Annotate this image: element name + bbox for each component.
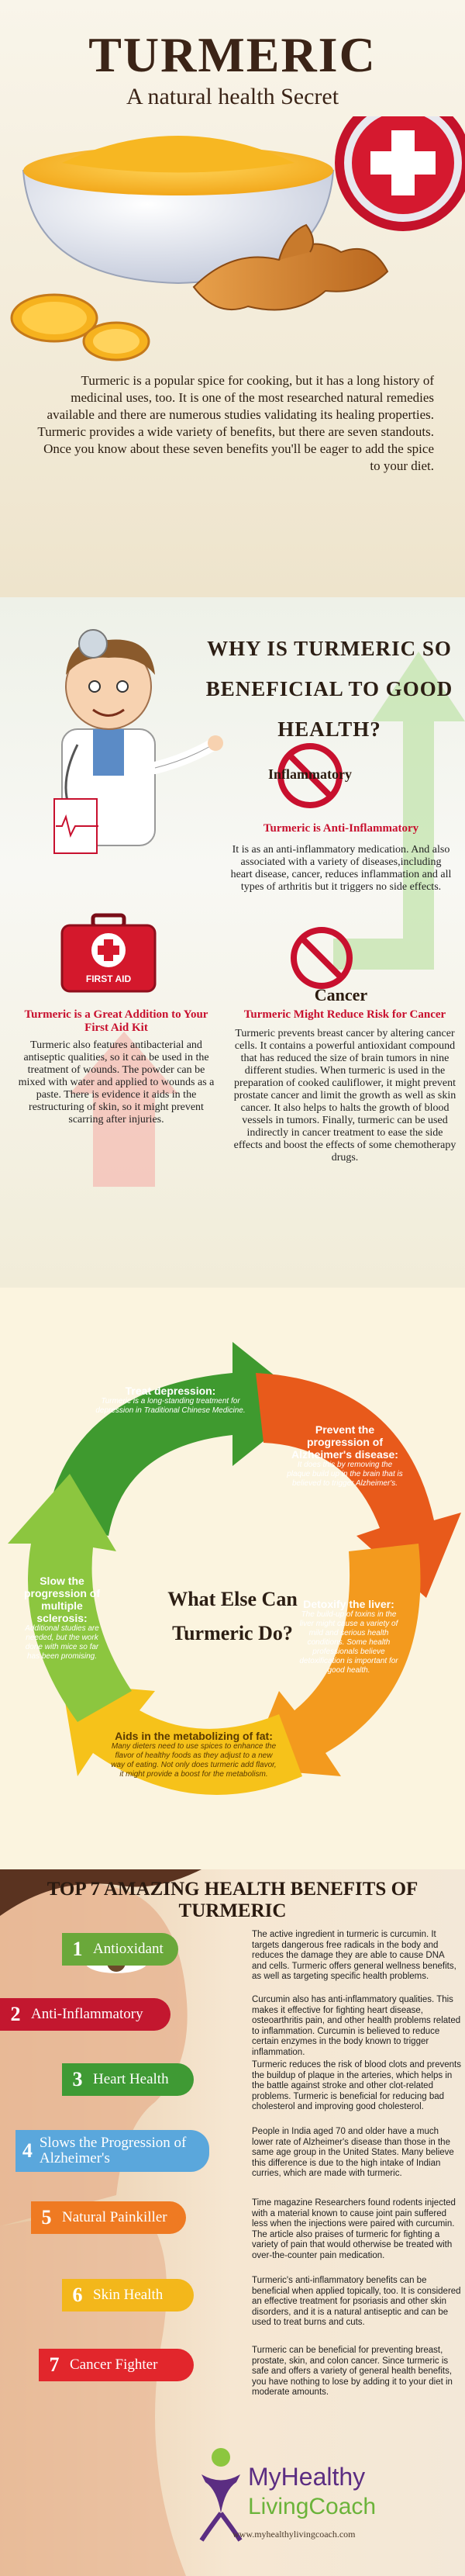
benefit-label: Slows the Progression of Alzheimer's (39, 2135, 187, 2166)
top7-section: TOP 7 AMAZING HEALTH BENEFITS OF TURMERI… (0, 1869, 465, 2576)
benefit-pill: 4 Slows the Progression of Alzheimer's (16, 2130, 209, 2172)
benefit-number: 2 (10, 2003, 21, 2025)
benefit-pill: 7 Cancer Fighter (39, 2349, 194, 2381)
cycle-segment: Aids in the metabolizing of fat: Many di… (108, 1730, 279, 1779)
cycle-arrow-liver (248, 1544, 421, 1776)
person-logo-icon (199, 2448, 243, 2542)
inflammatory-sign-label: Inflammatory (268, 766, 352, 782)
inflammatory-text: It is as an anti-inflammatory medication… (230, 844, 452, 893)
cycle-center-text: What Else Can Turmeric Do? (167, 1588, 298, 1644)
benefit-label: Anti-Inflammatory (31, 2006, 143, 2022)
benefit-pill: 6 Skin Health (62, 2279, 194, 2311)
page-title: TURMERIC (88, 27, 377, 82)
doctor-illustration (53, 629, 223, 854)
benefit-text: The active ingredient in turmeric is cur… (252, 1930, 456, 1981)
header-section: TURMERIC A natural health Secret (0, 0, 465, 597)
benefit-number: 3 (72, 2068, 83, 2090)
benefit-text: Turmeric's anti-inflammatory benefits ca… (252, 2276, 461, 2327)
benefit-label: Heart Health (93, 2071, 169, 2087)
benefit-label: Natural Painkiller (62, 2209, 167, 2225)
top7-heading: TOP 7 AMAZING HEALTH BENEFITS OF TURMERI… (46, 1879, 418, 1921)
footer-url[interactable]: www.myhealthylivingcoach.com (232, 2529, 356, 2540)
cycle-segment: Detoxify the liver: The build-up of toxi… (294, 1598, 403, 1675)
benefit-pill: 2 Anti-Inflammatory (0, 1998, 170, 2031)
arrow-background-icon (70, 652, 465, 1187)
benefit-text: Curcumin also has anti-inflammatory qual… (252, 1995, 461, 2057)
why-heading: WHY IS TURMERIC SO BENEFICIAL TO GOOD HE… (205, 637, 453, 741)
cancer-title: Turmeric Might Reduce Risk for Cancer (243, 1008, 446, 1021)
brand-logo: MyHealthy (248, 2463, 365, 2491)
benefit-pill: 3 Heart Health (62, 2063, 194, 2096)
cycle-arrow-depression (46, 1342, 310, 1536)
cancer-text: Turmeric prevents breast cancer by alter… (233, 1028, 456, 1164)
turmeric-root-icon (192, 223, 389, 311)
segment-text: Additional studies are needed, but the w… (25, 1624, 99, 1661)
segment-text: The build-up of toxins in the liver migh… (299, 1610, 398, 1675)
segment-text: It does this by removing the plaque buil… (287, 1461, 403, 1488)
segment-title: Treat depression: (125, 1385, 216, 1397)
firstaid-text: Turmeric also features antibacterial and… (18, 1039, 215, 1125)
segment-title: Detoxify the liver: (303, 1598, 394, 1610)
first-aid-kit-label: FIRST AID (85, 973, 132, 984)
cycle-segment: Treat depression: Turmeric is a long-sta… (93, 1385, 248, 1416)
brand-living-coach: LivingCoach (248, 2494, 377, 2519)
cycle-segment: Prevent the progression of Alzheimer's d… (287, 1423, 403, 1489)
intro-text: Turmeric is a popular spice for cooking,… (37, 373, 434, 473)
benefit-label: Antioxidant (93, 1941, 164, 1957)
benefit-number: 6 (72, 2284, 83, 2306)
medical-cross-icon (335, 116, 465, 231)
segment-title: Slow the progression of multiple scleros… (23, 1575, 100, 1624)
why-section: WHY IS TURMERIC SO BENEFICIAL TO GOOD HE… (0, 597, 465, 1288)
benefit-text: Time magazine Researchers found rodents … (252, 2198, 456, 2260)
benefit-label: Skin Health (93, 2287, 164, 2303)
cycle-arrow-alzheimers (256, 1373, 461, 1598)
segment-title: Aids in the metabolizing of fat: (115, 1730, 273, 1742)
segment-text: Many dieters need to use spices to enhan… (111, 1742, 277, 1779)
cancer-sign-label: Cancer (314, 985, 368, 1004)
cycle-section: What Else Can Turmeric Do? Treat depress… (0, 1288, 465, 1869)
cycle-segment: Slow the progression of multiple scleros… (19, 1575, 105, 1661)
brand-my: My (248, 2463, 281, 2491)
segment-title: Prevent the progression of Alzheimer's d… (291, 1423, 398, 1461)
turmeric-illustration (10, 116, 465, 361)
benefit-cycle-diagram (8, 1342, 461, 1795)
page-subtitle: A natural health Secret (126, 84, 339, 109)
no-inflammatory-icon (277, 743, 343, 808)
segment-text: Turmeric is a long-standing treatment fo… (95, 1397, 246, 1415)
benefit-pill: 1 Antioxidant (62, 1933, 178, 1966)
bowl-icon (22, 136, 335, 285)
benefit-number: 7 (49, 2353, 60, 2376)
benefit-number: 1 (72, 1938, 83, 1960)
inflammatory-title: Turmeric is Anti-Inflammatory (263, 822, 419, 835)
benefit-label: Cancer Fighter (70, 2356, 158, 2373)
benefit-text: Turmeric can be beneficial for preventin… (252, 2346, 453, 2397)
cycle-arrow-fat (62, 1683, 302, 1795)
first-aid-kit-icon (60, 913, 157, 993)
benefit-number: 5 (41, 2206, 52, 2228)
firstaid-title: Turmeric is a Great Addition to Your Fir… (24, 1008, 208, 1034)
no-cancer-icon (291, 927, 353, 989)
benefit-pill: 5 Natural Painkiller (31, 2201, 186, 2234)
benefit-text: Turmeric reduces the risk of blood clots… (252, 2060, 461, 2111)
turmeric-slices-icon (10, 293, 150, 361)
benefit-number: 4 (22, 2139, 33, 2162)
benefit-text: People in India aged 70 and older have a… (252, 2127, 454, 2178)
cycle-arrow-ms (8, 1474, 132, 1722)
brand-healthy: Healthy (281, 2463, 366, 2491)
